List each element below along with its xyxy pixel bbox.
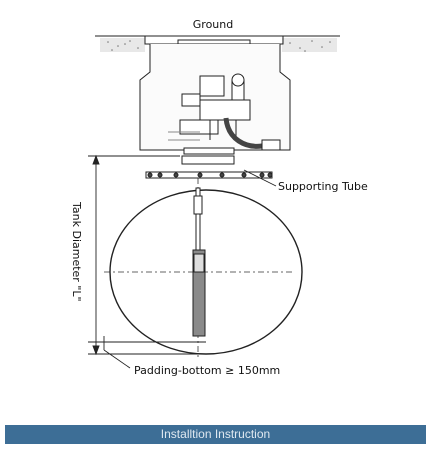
supporting-tube-leader [243,169,277,187]
ground-label: Ground [193,18,233,31]
valve-assembly [168,73,281,155]
caption-bar: Installtion Instruction [5,425,426,444]
caption-text: Installtion Instruction [160,427,271,441]
level-probe [192,187,206,337]
padding-bottom-label: Padding-bottom ≥ 150mm [134,364,280,377]
diameter-dimension [88,154,206,356]
installation-diagram: Ground [70,18,368,377]
supporting-tube-label: Supporting Tube [278,180,368,193]
padding-dimension [88,336,206,369]
tank-diameter-label: Tank Diameter "L" [70,201,83,302]
tank-flange [145,155,273,179]
ground-soil [95,35,340,52]
